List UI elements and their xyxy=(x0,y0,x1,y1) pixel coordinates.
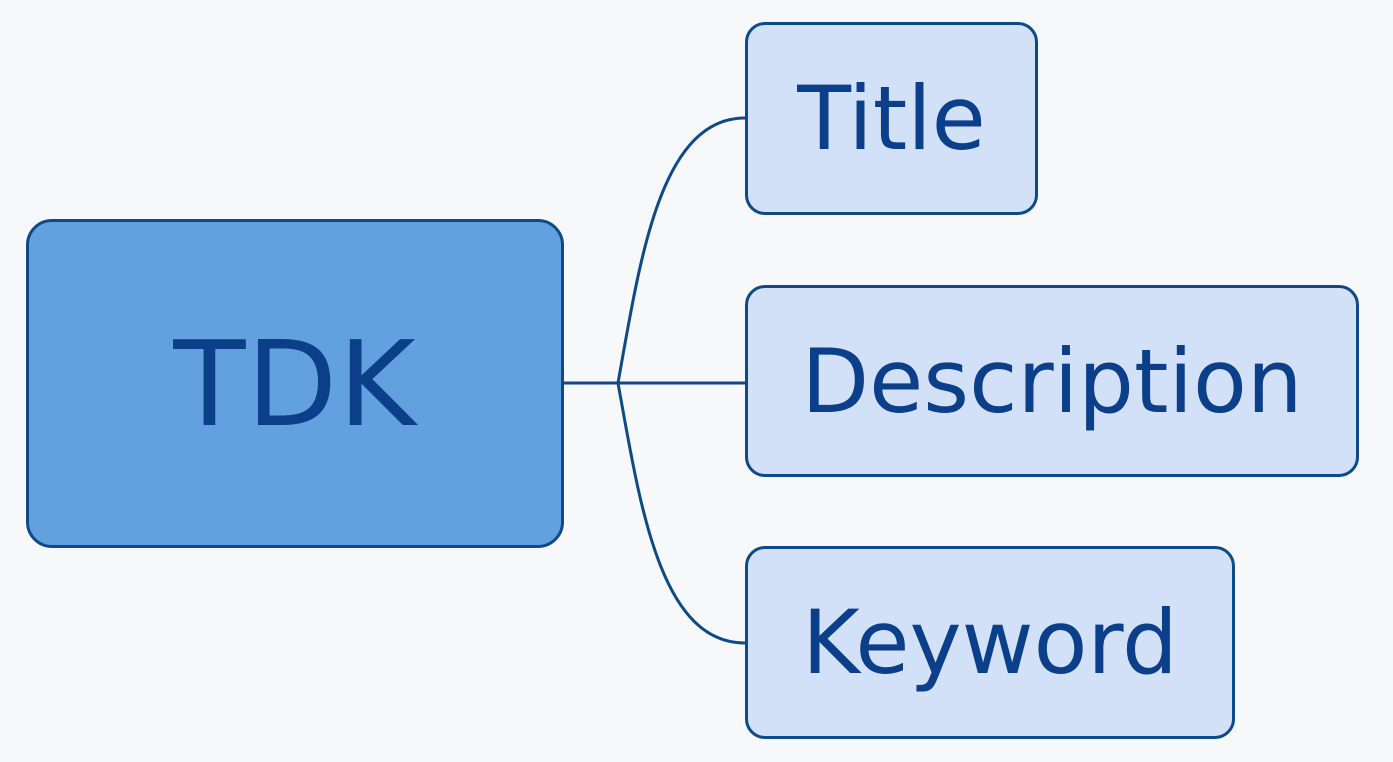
root-node-tdk: TDK xyxy=(26,219,564,548)
child-node-description: Description xyxy=(745,285,1359,477)
child-node-title: Title xyxy=(745,22,1038,215)
child-node-keyword-label: Keyword xyxy=(802,591,1178,694)
connector-to-keyword xyxy=(616,382,746,645)
connector-to-title xyxy=(616,116,746,384)
child-node-keyword: Keyword xyxy=(745,546,1235,739)
child-node-title-label: Title xyxy=(797,67,986,170)
child-node-description-label: Description xyxy=(801,329,1303,433)
root-node-label: TDK xyxy=(173,314,417,453)
